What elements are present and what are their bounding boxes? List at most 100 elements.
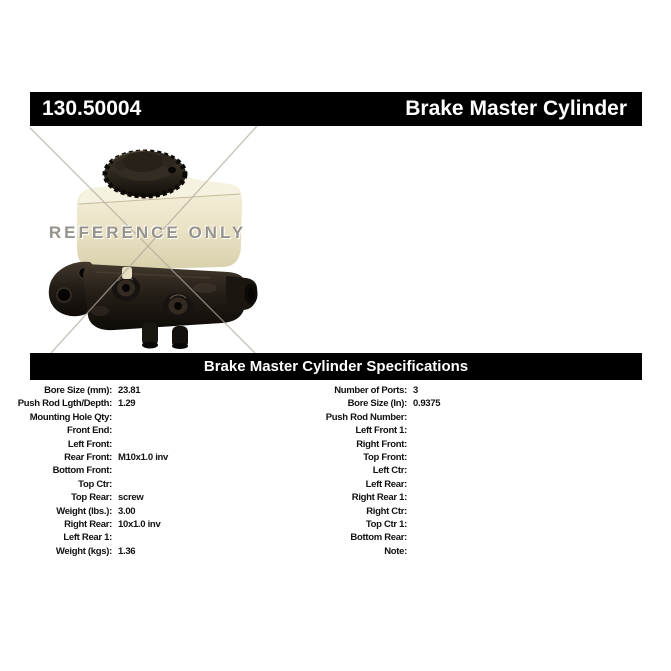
spec-value-row bbox=[118, 478, 168, 491]
spec-value-row bbox=[118, 438, 168, 451]
spec-label: Weight (lbs.): bbox=[56, 505, 112, 517]
spec-value-row: 3.00 bbox=[118, 505, 168, 518]
spec-value-row: M10x1.0 inv bbox=[118, 451, 168, 464]
spec-value-row bbox=[118, 424, 168, 437]
spec-label: Bottom Front: bbox=[52, 465, 113, 477]
watermark-x-lines bbox=[30, 126, 258, 353]
spec-label-row: Left Front: bbox=[18, 438, 112, 451]
spec-value-row: screw bbox=[118, 491, 168, 504]
spec-label-row: Left Rear 1: bbox=[18, 531, 112, 544]
master-cylinder-illustration bbox=[30, 126, 258, 353]
spec-value-row bbox=[413, 518, 440, 531]
spec-label-row: Push Rod Lgth/Depth: bbox=[17, 397, 113, 410]
part-number: 130.50004 bbox=[42, 97, 142, 120]
spec-label: Weight (kgs): bbox=[55, 545, 112, 557]
spec-label: Note: bbox=[384, 545, 407, 557]
spec-label: Left Rear 1: bbox=[63, 532, 112, 544]
spec-value: 3.00 bbox=[118, 505, 136, 517]
spec-label-row: Left Rear: bbox=[326, 478, 408, 491]
spec-label: Left Ctr: bbox=[372, 465, 408, 477]
spec-value-row: 1.29 bbox=[118, 397, 168, 410]
spec-value-row: 0.9375 bbox=[413, 397, 441, 410]
spec-value: 23.81 bbox=[118, 385, 141, 396]
spec-label-row: Top Ctr 1: bbox=[326, 518, 407, 531]
spec-label-row: Weight (lbs.): bbox=[18, 505, 112, 518]
spec-label-row: Rear Front: bbox=[18, 451, 112, 464]
spec-label-row: Number of Ports: bbox=[326, 384, 407, 397]
spec-label-row: Top Front: bbox=[326, 451, 407, 464]
spec-label: Top Ctr: bbox=[78, 478, 112, 490]
spec-value-row bbox=[413, 464, 440, 477]
spec-label-row: Push Rod Number: bbox=[326, 411, 408, 424]
spec-value-row bbox=[413, 411, 440, 424]
spec-label-row: Bore Size (In): bbox=[326, 397, 408, 410]
spec-label-row: Right Front: bbox=[326, 438, 407, 451]
spec-value: M10x1.0 inv bbox=[118, 451, 169, 463]
spec-label: Top Front: bbox=[363, 451, 407, 463]
spec-label-row: Mounting Hole Qty: bbox=[18, 411, 113, 424]
spec-label: Number of Ports: bbox=[334, 385, 407, 396]
spec-label-row: Left Ctr: bbox=[326, 464, 408, 477]
spec-label-row: Front End: bbox=[18, 424, 112, 437]
header-bar: 130.50004 Brake Master Cylinder bbox=[30, 92, 642, 126]
spec-value: 10x1.0 inv bbox=[118, 518, 161, 530]
product-title: Brake Master Cylinder bbox=[405, 97, 627, 120]
spec-label: Left Front 1: bbox=[355, 425, 407, 437]
specs-right-values: 3 0.9375 bbox=[413, 384, 441, 558]
spec-value: 3 bbox=[413, 385, 418, 396]
spec-label: Left Rear: bbox=[365, 478, 408, 490]
spec-label: Right Rear 1: bbox=[351, 492, 408, 504]
spec-label: Left Front: bbox=[67, 438, 112, 450]
spec-value-row bbox=[413, 438, 440, 451]
spec-label: Front End: bbox=[66, 425, 112, 437]
spec-label: Rear Front: bbox=[64, 451, 112, 463]
spec-value: 1.36 bbox=[118, 545, 136, 557]
spec-label: Top Rear: bbox=[71, 492, 112, 504]
spec-value-row: 3 bbox=[413, 384, 440, 397]
spec-value: 0.9375 bbox=[413, 398, 441, 410]
specs-left-labels: Bore Size (mm): Push Rod Lgth/Depth:Mount… bbox=[17, 384, 113, 558]
reference-only-watermark: REFERENCE ONLY bbox=[48, 223, 247, 242]
spec-label-row: Right Rear 1: bbox=[326, 491, 408, 504]
spec-value-row bbox=[118, 411, 168, 424]
spec-value: screw bbox=[118, 492, 144, 504]
spec-label: Bottom Rear: bbox=[350, 532, 407, 544]
spec-value-row bbox=[413, 505, 440, 518]
specs-title: Brake Master Cylinder Specifications bbox=[203, 358, 469, 375]
spec-value-row bbox=[118, 531, 168, 544]
spec-label-row: Top Rear: bbox=[18, 491, 112, 504]
product-photo: REFERENCE ONLY bbox=[30, 126, 265, 353]
spec-value-row bbox=[413, 478, 440, 491]
spec-label: Bore Size (In): bbox=[347, 398, 408, 410]
spec-value: 1.29 bbox=[118, 398, 136, 410]
spec-value-row bbox=[413, 531, 440, 544]
spec-value-row: 10x1.0 inv bbox=[118, 518, 168, 531]
spec-value-row: 1.36 bbox=[118, 545, 168, 558]
spec-label: Push Rod Lgth/Depth: bbox=[17, 398, 113, 410]
spec-label-row: Right Ctr: bbox=[326, 505, 407, 518]
spec-label: Top Ctr 1: bbox=[365, 518, 407, 530]
spec-label-row: Bottom Front: bbox=[18, 464, 113, 477]
spec-label: Mounting Hole Qty: bbox=[29, 411, 113, 423]
spec-label-row: Weight (kgs): bbox=[18, 545, 112, 558]
spec-label-row: Bore Size (mm): bbox=[18, 384, 112, 397]
spec-label: Right Rear: bbox=[64, 518, 112, 530]
specs-header-bar: Brake Master Cylinder Specifications bbox=[30, 353, 642, 380]
spec-value-row: 23.81 bbox=[118, 384, 168, 397]
spec-label: Bore Size (mm): bbox=[44, 385, 112, 396]
reservoir-cap bbox=[102, 149, 188, 199]
spec-value-row bbox=[413, 491, 440, 504]
spec-value-row bbox=[413, 451, 440, 464]
spec-value-row bbox=[118, 464, 168, 477]
cylinder-body bbox=[48, 261, 258, 349]
spec-label: Right Ctr: bbox=[366, 505, 407, 517]
spec-label-row: Top Ctr: bbox=[18, 478, 112, 491]
specs-right-labels: Number of Ports: Bore Size (In):Push Rod … bbox=[326, 384, 408, 558]
spec-label-row: Bottom Rear: bbox=[326, 531, 407, 544]
spec-label-row: Right Rear: bbox=[18, 518, 112, 531]
spec-value-row bbox=[413, 424, 440, 437]
spec-label-row: Left Front 1: bbox=[326, 424, 407, 437]
spec-label-row: Note: bbox=[326, 545, 407, 558]
spec-value-row bbox=[413, 545, 440, 558]
